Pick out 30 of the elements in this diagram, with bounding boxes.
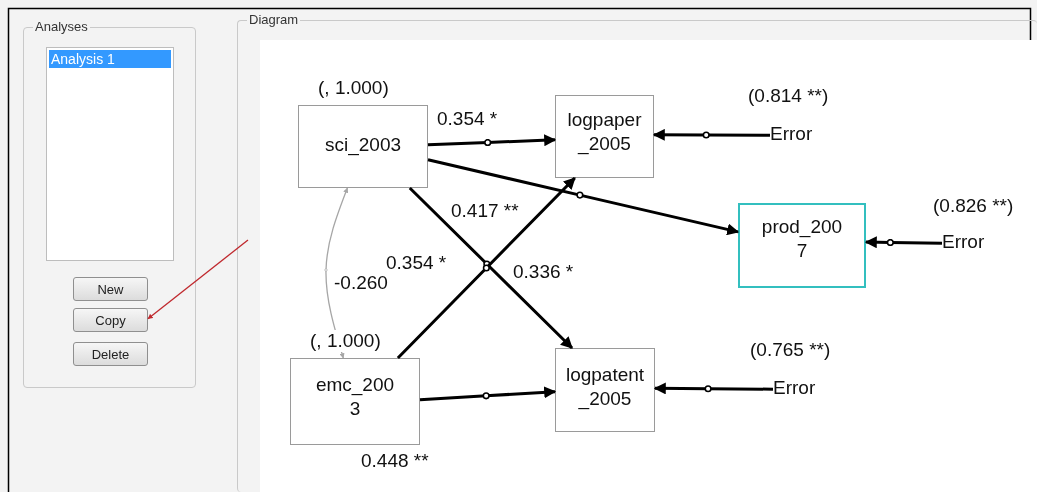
- delete-button: Delete: [73, 342, 148, 366]
- variable-name: emc_200 3: [315, 373, 395, 421]
- variable-name: prod_200 7: [761, 215, 843, 263]
- list-box: [46, 47, 174, 261]
- variance-label: (, 1.000): [310, 330, 381, 352]
- error-term: Error: [773, 376, 816, 400]
- variable-box: [555, 95, 654, 178]
- variable-box: [738, 203, 866, 288]
- path-arrow: [147, 239, 249, 320]
- path-arrow: [427, 158, 739, 235]
- selected-list-item: Analysis 1: [49, 50, 171, 68]
- panel-heading: Analyses: [33, 19, 90, 35]
- path-arrow: [396, 176, 576, 360]
- variable-box: [298, 105, 428, 188]
- error-term: Error: [770, 122, 813, 146]
- path-arrow: [653, 129, 770, 141]
- path-arrow: [654, 382, 773, 394]
- copy-button: Copy: [73, 308, 148, 332]
- variable-name: sci_2003: [324, 133, 402, 157]
- new-button: New: [73, 277, 148, 301]
- panel-heading: Diagram: [247, 12, 301, 28]
- variable-box: [290, 358, 420, 445]
- variable-name: logpatent _2005: [565, 363, 645, 411]
- path-arrow: [427, 134, 556, 147]
- path-arrow: [865, 236, 943, 248]
- error-term: Error: [942, 230, 985, 254]
- path-arrow: [408, 186, 574, 350]
- variable-box: [555, 348, 655, 432]
- variable-name: logpaper _2005: [567, 108, 642, 156]
- path-arrow: [419, 386, 556, 402]
